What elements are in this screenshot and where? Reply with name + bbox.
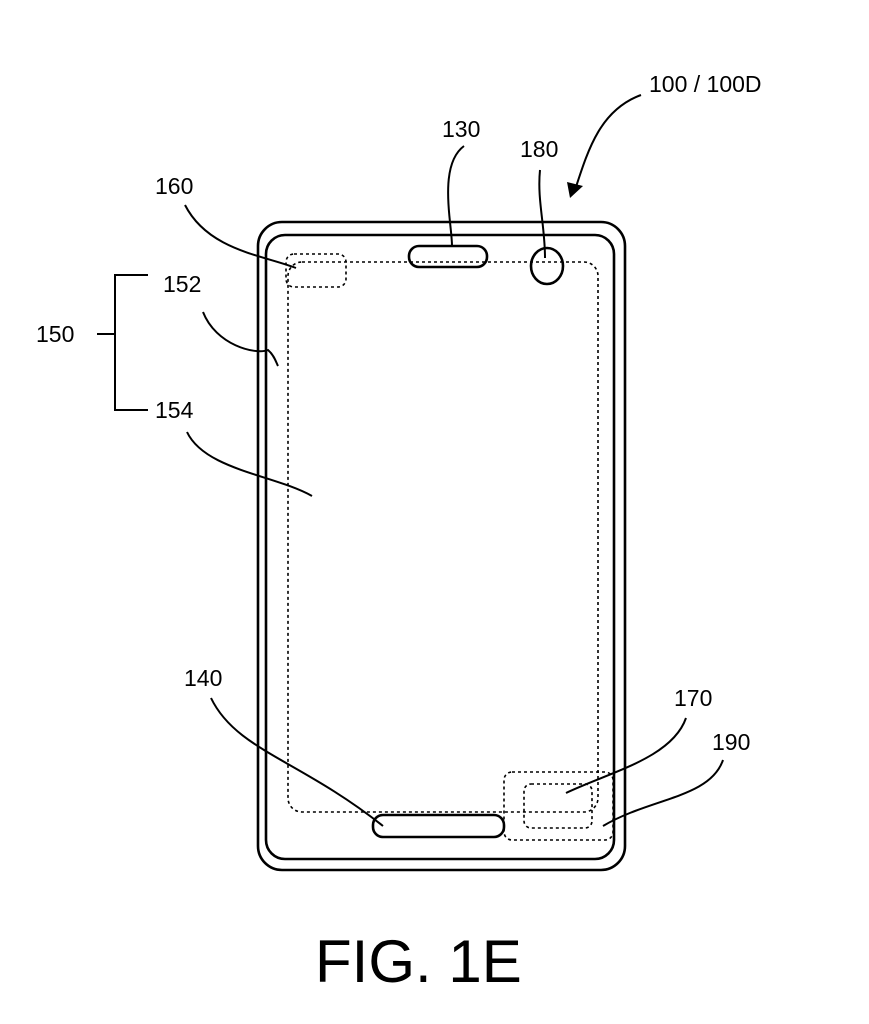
device-outer-housing bbox=[256, 220, 627, 872]
label-160: 160 bbox=[155, 173, 193, 199]
display-area-outline bbox=[287, 261, 599, 813]
device-inner-bezel bbox=[264, 233, 616, 861]
label-180: 180 bbox=[520, 136, 558, 162]
camera-lens bbox=[529, 246, 565, 286]
leader-line-154 bbox=[186, 431, 313, 497]
leader-line-160 bbox=[184, 204, 297, 269]
earpiece-slot bbox=[407, 244, 489, 269]
label-130: 130 bbox=[442, 116, 480, 142]
label-190: 190 bbox=[712, 729, 750, 755]
device-pointer-arrow bbox=[574, 94, 642, 191]
leader-line-170 bbox=[565, 717, 687, 794]
leader-line-152 bbox=[202, 311, 279, 367]
label-140: 140 bbox=[184, 665, 222, 691]
module-bottom-right bbox=[503, 771, 614, 841]
figure-caption: FIG. 1E bbox=[315, 928, 522, 995]
leader-line-190 bbox=[602, 759, 724, 827]
sensor-top-left bbox=[285, 253, 347, 288]
label-100-100d: 100 / 100D bbox=[649, 71, 762, 97]
device-pointer-arrowhead bbox=[567, 182, 583, 198]
leader-line-140 bbox=[210, 697, 384, 827]
leader-line-180 bbox=[538, 169, 546, 259]
label-152: 152 bbox=[163, 271, 201, 297]
label-154: 154 bbox=[155, 397, 194, 423]
label-150: 150 bbox=[36, 321, 74, 347]
leader-line-130 bbox=[447, 145, 465, 247]
sensor-bottom-right bbox=[523, 783, 593, 829]
label-170: 170 bbox=[674, 685, 712, 711]
home-button bbox=[371, 813, 506, 839]
display-group-bracket bbox=[114, 274, 148, 411]
